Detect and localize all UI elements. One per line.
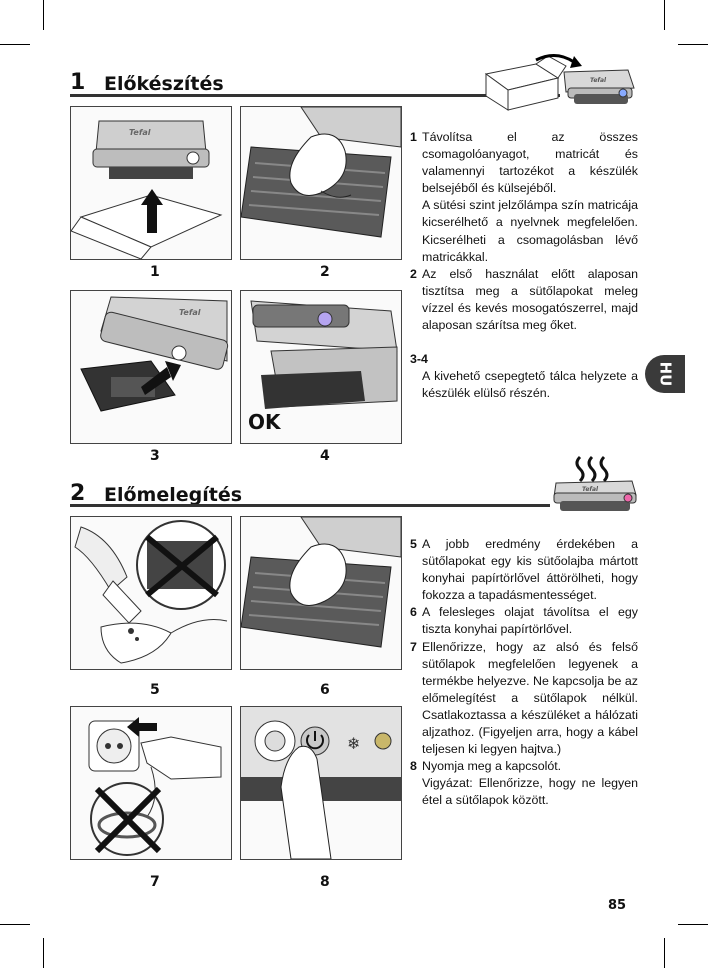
crop-mark xyxy=(0,924,30,925)
step-paragraph: Távolítsa el az összes csomagolóanyagot,… xyxy=(422,130,638,196)
step-3-4: 3-4 A kivehető csepegtető tálca helyzete… xyxy=(410,351,638,402)
step-number: 6 xyxy=(410,605,417,620)
section-1-rule xyxy=(70,94,560,97)
figure-8-panel: ❄ xyxy=(240,706,402,860)
page-number: 85 xyxy=(608,898,627,913)
step-number: 8 xyxy=(410,759,417,774)
figure-6-panel xyxy=(240,516,402,670)
figure-1-label: 1 xyxy=(150,264,160,280)
crop-mark xyxy=(664,938,665,968)
step-paragraph: Az első használat előtt alaposan tisztít… xyxy=(422,266,638,333)
section-2-number: 2 xyxy=(70,481,86,506)
power-button-icon xyxy=(306,731,324,750)
svg-text:Tefal: Tefal xyxy=(179,308,201,317)
step-paragraph: Vigyázat: Ellenőrizze, hogy ne legyen ét… xyxy=(422,776,638,808)
svg-text:Tefal: Tefal xyxy=(582,486,599,493)
grill-icon: Tefal xyxy=(563,69,635,104)
figure-1-panel: Tefal xyxy=(70,106,232,260)
crop-mark xyxy=(43,0,44,30)
section-2-title: Előmelegítés xyxy=(104,484,243,506)
figure-3-panel: Tefal xyxy=(70,290,232,444)
step-number: 1 xyxy=(410,130,417,144)
figure-2-label: 2 xyxy=(320,264,330,280)
step-paragraph: A kivehető csepegtető tálca helyzete a k… xyxy=(422,369,638,401)
preheat-illustration: Tefal xyxy=(550,455,640,515)
step-number: 5 xyxy=(410,537,417,551)
figure-6-label: 6 xyxy=(320,682,330,698)
figure-5-panel xyxy=(70,516,232,670)
arrow-icon xyxy=(141,189,163,233)
cross-mark-icon xyxy=(145,534,219,598)
heat-waves-icon xyxy=(575,455,609,483)
step-1: 1 Távolítsa el az összes csomagolóanyago… xyxy=(410,129,638,266)
language-tab: HU xyxy=(645,355,685,393)
section-1-number: 1 xyxy=(70,70,86,95)
crop-mark xyxy=(664,0,665,30)
arrow-icon xyxy=(127,717,157,737)
step-number: 2 xyxy=(410,266,417,281)
section-1-text: 1 Távolítsa el az összes csomagolóanyago… xyxy=(410,129,638,402)
ok-label: OK xyxy=(248,410,281,434)
cross-mark-icon xyxy=(94,786,162,854)
step-number: 3-4 xyxy=(410,352,428,367)
crop-mark xyxy=(678,44,708,45)
figure-7-label: 7 xyxy=(150,874,160,890)
svg-text:Tefal: Tefal xyxy=(590,77,607,84)
arrow-icon xyxy=(141,361,181,395)
figure-3-label: 3 xyxy=(150,448,160,464)
figure-8-label: 8 xyxy=(320,874,330,890)
arrow-icon xyxy=(535,54,575,64)
step-paragraph: A sütési szint jelzőlámpa szín matricája… xyxy=(422,198,638,264)
crop-mark xyxy=(43,938,44,968)
figure-4-panel xyxy=(240,290,402,444)
crop-mark xyxy=(0,44,30,45)
box-icon xyxy=(484,55,567,111)
crop-mark xyxy=(678,924,708,925)
step-6: 6 A felesleges olajat távolítsa el egy t… xyxy=(410,604,638,638)
section-2-rule xyxy=(70,504,550,507)
step-number: 7 xyxy=(410,639,417,654)
figure-5-label: 5 xyxy=(150,682,160,698)
step-paragraph: A felesleges olajat távolítsa el egy tis… xyxy=(422,605,638,637)
step-paragraph: Nyomja meg a kapcsolót. xyxy=(422,759,562,774)
unboxing-illustration: Tefal xyxy=(478,52,638,112)
step-paragraph: A jobb eredmény érdekében a sütőlapokat … xyxy=(422,537,638,603)
figure-7-panel xyxy=(70,706,232,860)
section-2-text: 5 A jobb eredmény érdekében a sütőlapoka… xyxy=(410,536,638,810)
step-7: 7 Ellenőrizze, hogy az alsó és felső süt… xyxy=(410,639,638,759)
svg-text:Tefal: Tefal xyxy=(129,128,151,137)
step-paragraph: Ellenőrizze, hogy az alsó és felső sütől… xyxy=(422,639,638,757)
step-2: 2 Az első használat előtt alaposan tiszt… xyxy=(410,266,638,334)
step-5: 5 A jobb eredmény érdekében a sütőlapoka… xyxy=(410,536,638,604)
section-1-title: Előkészítés xyxy=(104,73,224,95)
snowflake-icon: ❄ xyxy=(347,734,360,753)
figure-4-label: 4 xyxy=(320,448,330,464)
step-8: 8 Nyomja meg a kapcsolót. Vigyázat: Elle… xyxy=(410,758,638,809)
grill-icon: Tefal xyxy=(553,480,637,511)
figure-2-panel xyxy=(240,106,402,260)
